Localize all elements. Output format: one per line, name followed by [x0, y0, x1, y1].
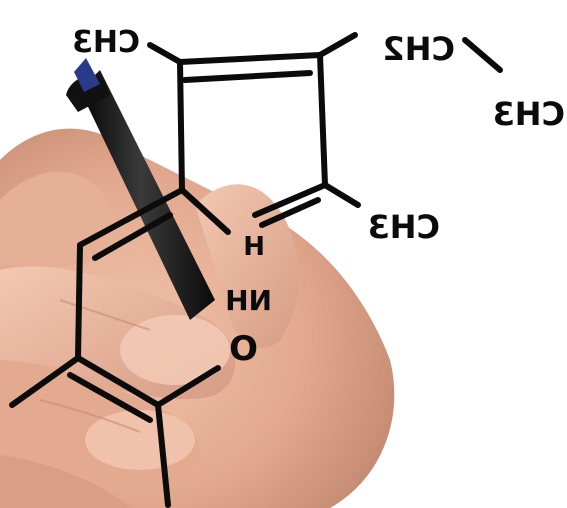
label-o-lower: O [229, 329, 258, 369]
marker-tip [74, 58, 100, 92]
label-ch2-top-right: CH2 [382, 30, 455, 68]
label-ch3-top-left: CH3 [72, 25, 140, 60]
label-ch3-right-mid: CH3 [367, 208, 440, 246]
chemical-structure-drawing: CH3 CH2 CH3 CH3 H NH O [9, 25, 565, 508]
label-nh-lower: NH [225, 284, 272, 317]
label-ch3-far-right: CH3 [492, 95, 565, 133]
label-h-lower: H [243, 232, 265, 262]
marker [66, 58, 215, 320]
hand [0, 128, 395, 508]
